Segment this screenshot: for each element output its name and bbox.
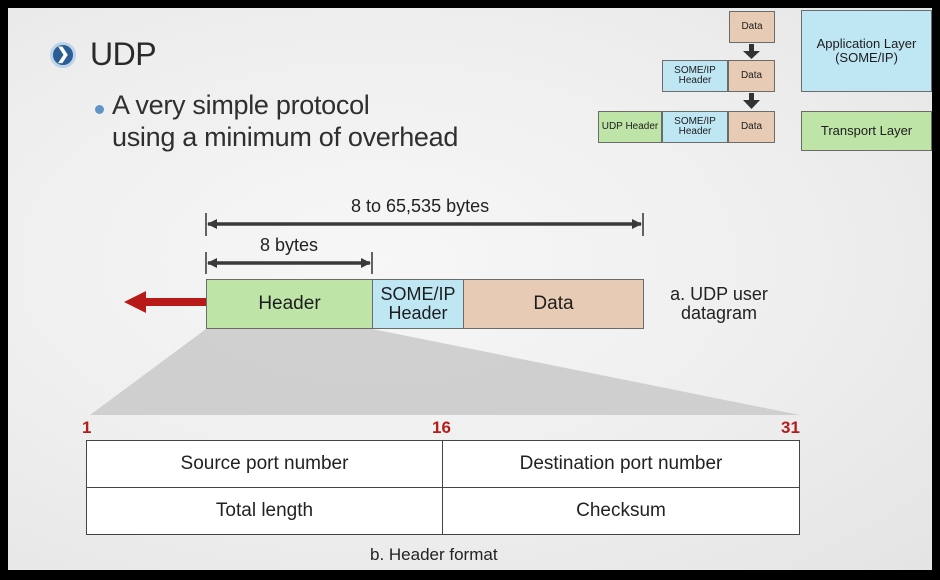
stack-down-arrow-2 [743, 93, 760, 109]
table-cell: Total length [86, 487, 443, 535]
diagram-graphics [90, 44, 800, 415]
application-layer-box: Application Layer (SOME/IP) [801, 10, 932, 92]
stack-udp-header-box: UDP Header [598, 111, 662, 143]
datagram-caption: a. UDP user datagram [670, 284, 768, 324]
bit-label-end: 31 [781, 418, 800, 437]
stack-down-arrow-1 [743, 44, 760, 59]
datagram-data-box: Data [463, 279, 644, 329]
chevron-right-icon: ❯ [50, 42, 76, 68]
direction-arrow-icon [124, 291, 206, 313]
slide: ❯ UDP A very simple protocol using a min… [8, 8, 932, 570]
stack-data-box-2: Data [728, 60, 775, 92]
table-cell: Checksum [442, 487, 800, 535]
bullet-text-line2: using a minimum of overhead [112, 122, 459, 152]
table-cell: Source port number [86, 440, 443, 488]
header-span-label: 8 bytes [260, 235, 319, 255]
header-expansion-shade [90, 329, 800, 415]
bullet-text-line1: A very simple protocol [112, 90, 370, 120]
datagram-header-box: Header [206, 279, 373, 329]
stack-someip-header-box-2: SOME/IP Header [662, 111, 728, 143]
table-cell: Destination port number [442, 440, 800, 488]
bit-label-start: 1 [82, 418, 92, 437]
total-span-label: 8 to 65,535 bytes [351, 196, 490, 216]
bullet-icon [95, 105, 104, 114]
header-format-caption: b. Header format [370, 545, 498, 564]
datagram-someip-header-box: SOME/IP Header [372, 279, 464, 329]
page-title: UDP [90, 36, 157, 72]
stack-data-box-1: Data [729, 11, 775, 43]
transport-layer-box: Transport Layer [801, 111, 932, 151]
total-span-dimension [205, 213, 644, 236]
header-span-dimension [205, 252, 373, 274]
bit-label-mid: 16 [432, 418, 451, 437]
stack-data-box-3: Data [728, 111, 775, 143]
stack-someip-header-box-1: SOME/IP Header [662, 60, 728, 92]
